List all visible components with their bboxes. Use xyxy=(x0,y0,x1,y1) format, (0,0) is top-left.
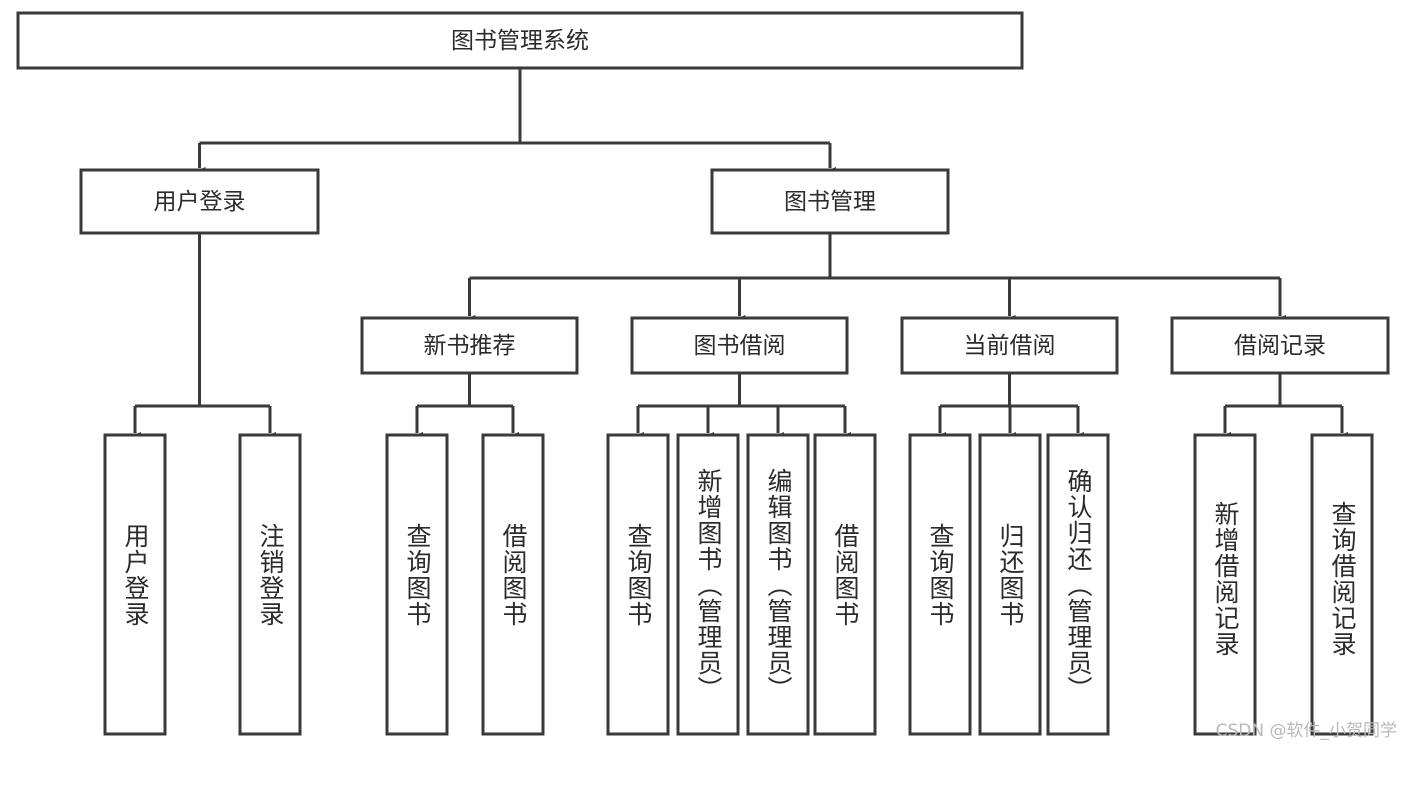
leaf-node-leaf-query-record[interactable] xyxy=(1310,433,1374,736)
node-label-new-book-recommend: 新书推荐 xyxy=(424,333,516,359)
leaf-node-leaf-query-book-1[interactable] xyxy=(385,433,449,736)
node-label-book-manage: 图书管理 xyxy=(784,189,876,215)
node-book-manage[interactable] xyxy=(710,168,950,235)
node-label-book-borrow: 图书借阅 xyxy=(694,333,786,359)
node-label-user-login: 用户登录 xyxy=(154,189,246,215)
node-label-borrow-record: 借阅记录 xyxy=(1234,333,1326,359)
diagram-canvas: 图书管理系统用户登录图书管理新书推荐图书借阅当前借阅借阅记录 用户登录注销登录查… xyxy=(16,11,1397,741)
leaf-node-leaf-return-book[interactable] xyxy=(978,433,1042,736)
leaf-node-leaf-query-book-2[interactable] xyxy=(606,433,670,736)
leaf-node-leaf-user-login[interactable] xyxy=(103,433,167,736)
leaf-node-leaf-add-book[interactable] xyxy=(676,433,740,736)
leaf-node-leaf-borrow-book-2[interactable] xyxy=(813,433,877,736)
node-label-root: 图书管理系统 xyxy=(451,28,589,54)
node-label-current-borrow: 当前借阅 xyxy=(964,333,1056,359)
leaf-node-leaf-logout[interactable] xyxy=(238,433,302,736)
leaf-node-leaf-confirm-return[interactable] xyxy=(1046,433,1110,736)
leaf-node-leaf-add-record[interactable] xyxy=(1193,433,1257,736)
leaf-node-leaf-borrow-book-1[interactable] xyxy=(481,433,545,736)
node-current-borrow[interactable] xyxy=(900,316,1119,375)
node-new-book-recommend[interactable] xyxy=(360,316,579,375)
leaf-node-leaf-edit-book[interactable] xyxy=(746,433,810,736)
leaf-node-leaf-query-book-3[interactable] xyxy=(908,433,972,736)
node-borrow-record[interactable] xyxy=(1170,316,1390,375)
watermark-text: CSDN @软件_小贺同学 xyxy=(1215,721,1397,741)
edges-layer xyxy=(129,68,1348,442)
node-root[interactable] xyxy=(16,11,1024,70)
node-user-login[interactable] xyxy=(79,168,320,235)
node-book-borrow[interactable] xyxy=(630,316,849,375)
